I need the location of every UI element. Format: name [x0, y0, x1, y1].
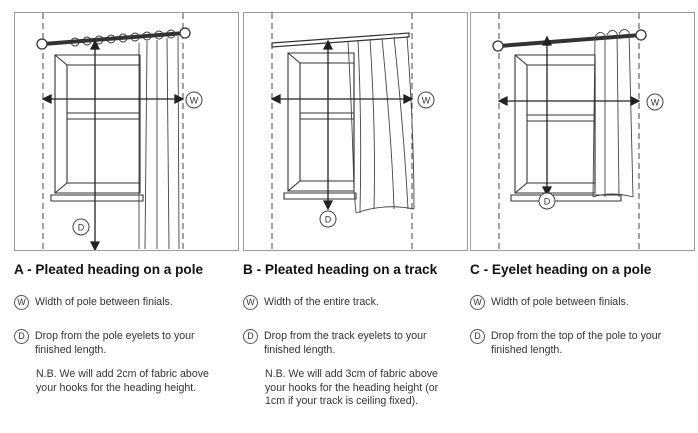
panel-title: B - Pleated heading on a track — [243, 262, 438, 277]
width-marker-label: W — [190, 96, 199, 106]
width-badge: W — [14, 295, 29, 310]
drop-badge: D — [14, 329, 29, 344]
width-marker — [185, 91, 203, 109]
width-marker — [417, 91, 435, 109]
curtain-track — [271, 32, 410, 48]
window — [283, 52, 357, 200]
illustration-c: W D — [470, 12, 695, 251]
finial-left — [492, 40, 504, 52]
finial-left — [36, 38, 48, 50]
width-description: Width of pole between finials. — [491, 296, 629, 308]
illustration-a: W D — [14, 12, 239, 251]
width-marker-label: W — [422, 96, 431, 106]
width-description: Width of pole between finials. — [35, 296, 173, 308]
panel-title: C - Eyelet heading on a pole — [470, 262, 652, 277]
width-arrow — [497, 95, 641, 107]
width-marker-label: W — [651, 98, 660, 108]
drop-marker-label: D — [544, 197, 551, 207]
drop-arrow — [541, 35, 553, 197]
curtain — [138, 35, 180, 250]
width-badge: W — [470, 295, 485, 310]
drop-marker — [538, 192, 556, 210]
heading-note: N.B. We will add 2cm of fabric above you… — [36, 368, 209, 394]
curtain — [347, 35, 415, 214]
pole-rings — [70, 29, 176, 47]
drop-marker-label: D — [78, 223, 85, 233]
drop-badge: D — [243, 329, 258, 344]
pole-window-diagram: W D — [36, 13, 203, 250]
finial-right — [635, 29, 647, 41]
drop-description: Drop from the top of the pole to your fi… — [491, 330, 662, 356]
panel-title: A - Pleated heading on a pole — [14, 262, 204, 277]
track-window-diagram: W D — [270, 13, 435, 250]
drop-row: D Drop from the top of the pole to your … — [470, 329, 691, 357]
drop-marker — [319, 210, 337, 228]
finial-right — [179, 27, 191, 39]
drop-row: D Drop from the pole eyelets to your fin… — [14, 329, 231, 357]
width-description: Width of the entire track. — [264, 296, 379, 308]
width-row: W Width of the entire track. — [243, 295, 464, 310]
drop-marker-label: D — [325, 215, 332, 225]
drop-arrow — [89, 39, 101, 250]
drop-description: Drop from the track eyelets to your fini… — [264, 330, 427, 356]
width-marker — [646, 93, 664, 111]
curtain — [592, 29, 634, 198]
drop-description: Drop from the pole eyelets to your finis… — [35, 330, 195, 356]
drop-arrow — [322, 39, 334, 211]
curtain-pole — [42, 31, 186, 46]
drop-row: D Drop from the track eyelets to your fi… — [243, 329, 450, 357]
width-row: W Width of pole between finials. — [14, 295, 235, 310]
heading-note: N.B. We will add 3cm of fabric above you… — [265, 368, 439, 407]
width-arrow — [41, 93, 185, 105]
width-arrow — [270, 93, 414, 105]
window — [50, 54, 144, 202]
window — [510, 54, 622, 202]
eyelet-window-diagram: W D — [492, 13, 664, 250]
illustration-b: W D — [243, 12, 468, 251]
width-row: W Width of pole between finials. — [470, 295, 691, 310]
width-badge: W — [243, 295, 258, 310]
curtain-pole — [498, 33, 642, 48]
drop-badge: D — [470, 329, 485, 344]
drop-marker — [72, 218, 90, 236]
